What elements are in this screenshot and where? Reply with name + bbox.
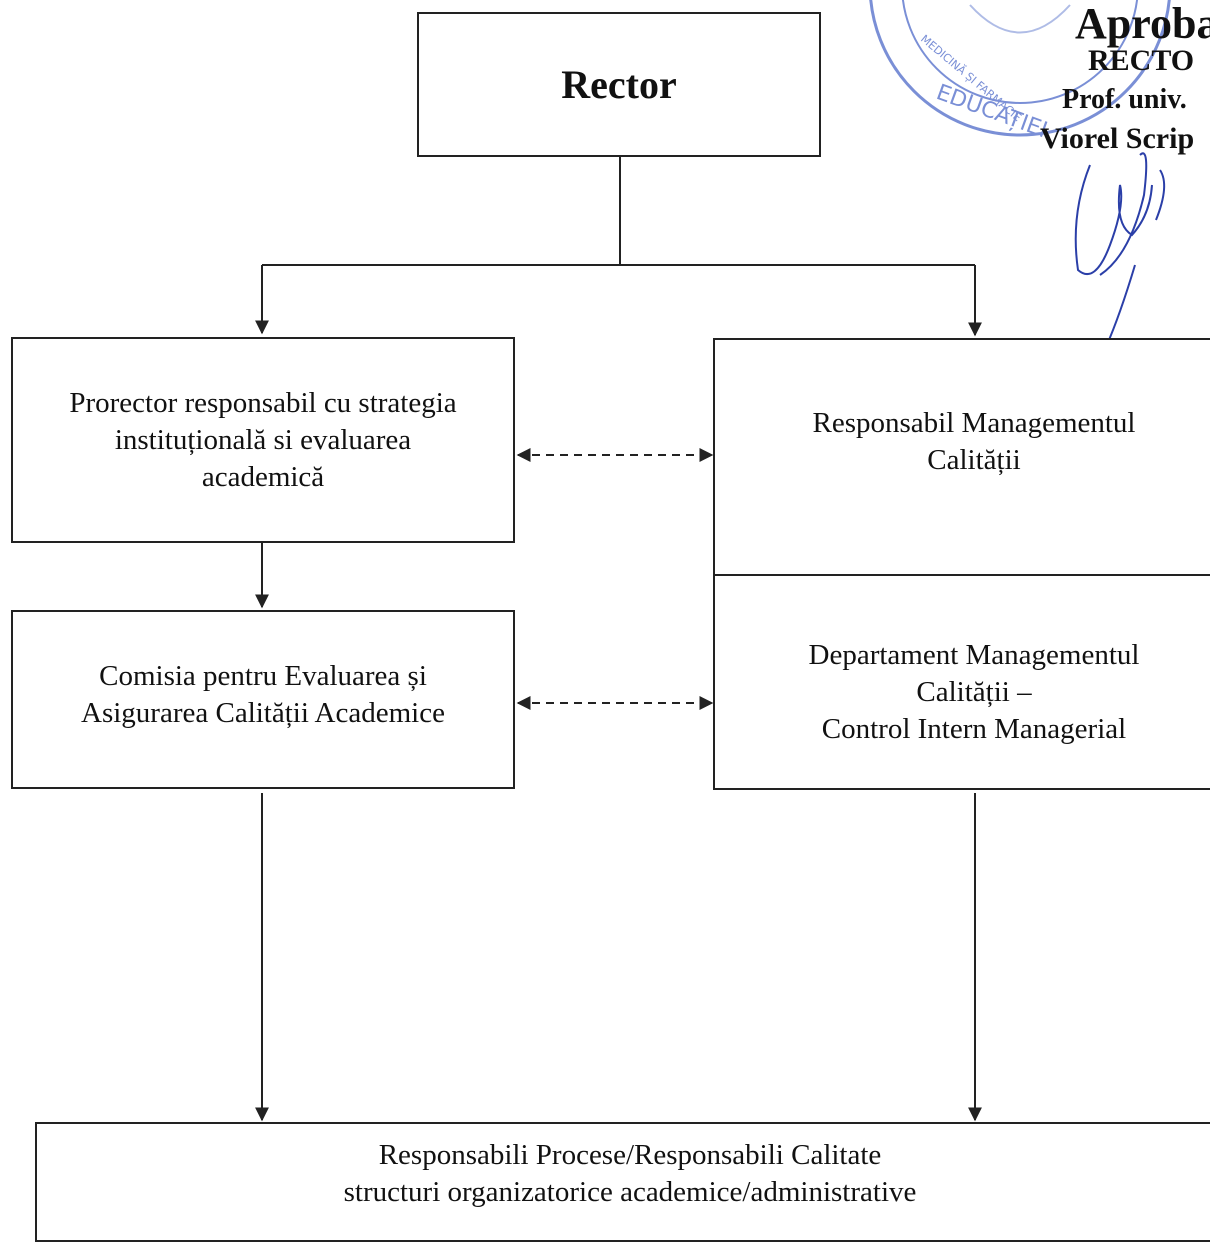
node-prorector-line: Prorector responsabil cu strategia — [69, 386, 457, 419]
node-responsabili-procese: Responsabili Procese/Responsabili Calita… — [35, 1122, 1210, 1242]
node-prorector-line: instituțională si evaluarea — [114, 423, 412, 456]
node-rector: Rector — [417, 12, 821, 157]
node-departament-mc-line: Control Intern Managerial — [821, 712, 1127, 745]
approval-name: Viorel Scrip — [1040, 122, 1195, 155]
node-comisia-line: Asigurarea Calității Academice — [81, 696, 445, 729]
node-departament-managementul-calitatii: Departament Managementul Calității – Con… — [713, 574, 1210, 790]
node-prorector-line: academică — [201, 460, 325, 493]
node-comisia-line: Comisia pentru Evaluarea și — [99, 659, 427, 692]
node-rector-label: Rector — [561, 62, 677, 107]
node-comisia-text: Comisia pentru Evaluarea și Asigurarea C… — [81, 658, 445, 732]
node-responsabil-mc-line: Calității — [927, 444, 1021, 476]
node-responsabili-text: Responsabili Procese/Responsabili Calita… — [37, 1137, 1210, 1211]
node-prorector-text: Prorector responsabil cu strategia insti… — [69, 385, 456, 496]
node-departament-mc-line: Calității – — [916, 675, 1032, 708]
node-comisia: Comisia pentru Evaluarea și Asigurarea C… — [11, 610, 515, 789]
institution-stamp: MEDICINĂ ȘI FARMACIE EDUCAȚIEI — [869, 0, 1171, 140]
signature-mark — [1074, 152, 1166, 348]
node-responsabil-mc-line: Responsabil Managementul — [812, 407, 1136, 439]
node-responsabili-line: Responsabili Procese/Responsabili Calita… — [378, 1139, 882, 1171]
node-responsabil-mc-text: Responsabil Managementul Calității — [813, 405, 1136, 479]
node-prorector: Prorector responsabil cu strategia insti… — [11, 337, 515, 543]
approval-role: RECTO — [1088, 44, 1195, 77]
node-responsabili-line: structuri organizatorice academice/admin… — [343, 1176, 917, 1208]
approval-title: Aproba — [1075, 0, 1210, 48]
node-departament-mc-line: Departament Managementul — [808, 638, 1140, 671]
connector-lines — [255, 156, 982, 1122]
approval-degree: Prof. univ. — [1062, 84, 1187, 115]
node-responsabil-managementul-calitatii: Responsabil Managementul Calității — [713, 338, 1210, 576]
node-departament-mc-text: Departament Managementul Calității – Con… — [809, 637, 1140, 748]
